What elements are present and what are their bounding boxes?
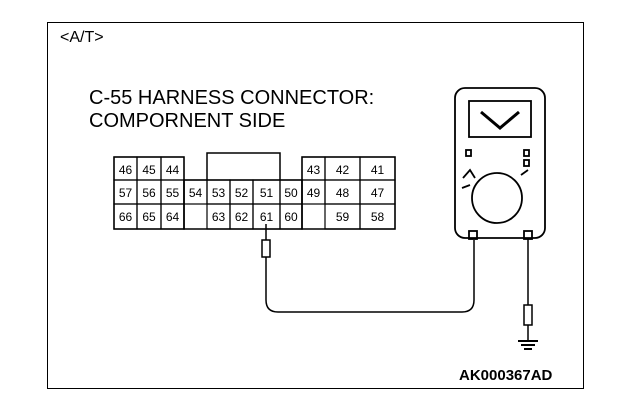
pin-label-50: 50 bbox=[284, 186, 298, 200]
pin-label-60: 60 bbox=[284, 210, 298, 224]
pin-label-56: 56 bbox=[142, 186, 156, 200]
section-tag: <A/T> bbox=[60, 29, 104, 46]
pin-label-65: 65 bbox=[142, 210, 156, 224]
pin-label-54: 54 bbox=[189, 186, 203, 200]
pin-label-64: 64 bbox=[166, 210, 180, 224]
pin-label-49: 49 bbox=[307, 186, 321, 200]
pin-cell-60 bbox=[279, 203, 303, 230]
diagram-frame bbox=[47, 22, 584, 389]
pin-label-44: 44 bbox=[166, 163, 180, 177]
pin-label-51: 51 bbox=[260, 186, 274, 200]
connector-pins: 46 45 44 43 42 41 57 56 55 54 53 52 51 50 49 48 47 66 65 64… bbox=[113, 156, 396, 230]
pin-label-58: 58 bbox=[371, 210, 385, 224]
pin-label-59: 59 bbox=[336, 210, 350, 224]
figure-code: AK000367AD bbox=[459, 367, 553, 384]
pin-cell-58 bbox=[359, 203, 396, 230]
pin-label-57: 57 bbox=[119, 186, 133, 200]
pin-label-52: 52 bbox=[235, 186, 249, 200]
pin-label-42: 42 bbox=[336, 163, 350, 177]
pin-label-66: 66 bbox=[119, 210, 133, 224]
test-probe-icon bbox=[261, 224, 475, 313]
connector-subtitle: COMPORNENT SIDE bbox=[89, 110, 286, 132]
pin-label-47: 47 bbox=[371, 186, 385, 200]
pin-label-62: 62 bbox=[235, 210, 249, 224]
pin-cell-64 bbox=[160, 203, 185, 230]
pin-label-55: 55 bbox=[166, 186, 180, 200]
pin-label-43: 43 bbox=[307, 163, 321, 177]
pin-label-46: 46 bbox=[119, 163, 133, 177]
pin-label-41: 41 bbox=[371, 163, 385, 177]
connector-outline bbox=[113, 152, 396, 230]
pin-label-53: 53 bbox=[212, 186, 226, 200]
connector-title: C-55 HARNESS CONNECTOR: bbox=[89, 87, 375, 109]
pin-label-63: 63 bbox=[212, 210, 226, 224]
pin-label-45: 45 bbox=[142, 163, 156, 177]
multimeter-icon bbox=[454, 87, 546, 240]
pin-label-48: 48 bbox=[336, 186, 350, 200]
ground-symbol-icon bbox=[518, 239, 538, 350]
pin-label-61: 61 bbox=[260, 210, 274, 224]
